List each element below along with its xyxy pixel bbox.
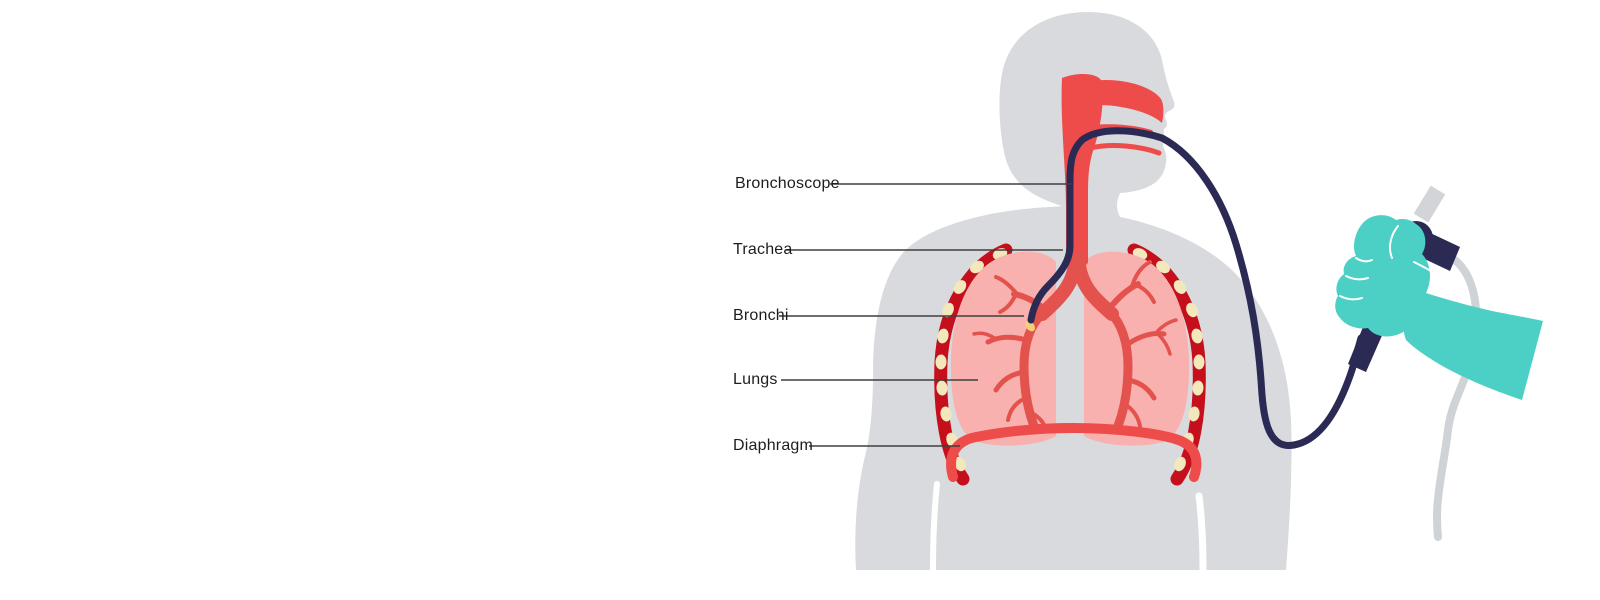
label-bronchi: Bronchi bbox=[733, 307, 789, 324]
label-lungs: Lungs bbox=[733, 371, 778, 388]
branch bbox=[1105, 307, 1133, 431]
rib-dot bbox=[1192, 380, 1204, 396]
handle-body bbox=[1414, 230, 1460, 271]
branch bbox=[1134, 283, 1156, 304]
bronchoscope-tube bbox=[1027, 127, 1365, 449]
rib-dot bbox=[1188, 406, 1200, 422]
branch bbox=[998, 292, 1018, 314]
label-bronchoscope: Bronchoscope bbox=[735, 175, 840, 192]
thumb-crease bbox=[1389, 225, 1399, 259]
rib-dot bbox=[953, 280, 967, 294]
index-finger-line bbox=[1413, 261, 1463, 293]
branch bbox=[1154, 318, 1178, 335]
diaphragm-shape bbox=[946, 422, 1202, 482]
rib-dot bbox=[937, 328, 949, 344]
branch bbox=[985, 334, 1029, 345]
finger-line bbox=[1339, 295, 1363, 301]
rib-dot bbox=[1156, 260, 1170, 274]
scope-light-tip bbox=[1025, 320, 1035, 332]
lower-lip-strip bbox=[1087, 143, 1162, 156]
branch bbox=[1125, 377, 1157, 401]
bronchial-tree-right bbox=[1105, 260, 1178, 431]
light-cable bbox=[1433, 256, 1481, 541]
rib-dot bbox=[954, 456, 966, 472]
branch bbox=[1156, 332, 1172, 356]
rib-dot bbox=[970, 260, 984, 274]
rib-dot bbox=[1173, 280, 1187, 294]
rib-dot bbox=[1193, 354, 1205, 370]
bronchoscope bbox=[1025, 127, 1365, 449]
rib-dot bbox=[1174, 456, 1186, 472]
branch bbox=[993, 369, 1027, 393]
branch bbox=[1125, 331, 1167, 347]
rib-dot bbox=[936, 380, 948, 396]
right-arm-separation bbox=[1195, 492, 1207, 574]
left-arm-separation bbox=[930, 481, 940, 573]
branch bbox=[1006, 396, 1028, 422]
rib-dot bbox=[940, 406, 952, 422]
rib-dot bbox=[1186, 302, 1198, 318]
branch bbox=[972, 331, 998, 341]
mouth-roof bbox=[1063, 80, 1164, 123]
branch bbox=[1122, 402, 1142, 428]
rib-dot bbox=[942, 302, 954, 318]
label-diaphragm: Diaphragm bbox=[733, 437, 814, 454]
lung-right bbox=[1084, 251, 1190, 446]
rib-dot bbox=[935, 354, 947, 370]
connector-stub bbox=[1413, 185, 1446, 223]
branch bbox=[1130, 260, 1152, 288]
bronchial-tree-left bbox=[972, 275, 1049, 432]
forearm-sleeve bbox=[1403, 288, 1543, 400]
finger-line bbox=[1355, 257, 1373, 263]
finger-line bbox=[1345, 275, 1369, 281]
label-trachea: Trachea bbox=[733, 241, 793, 258]
label-leader-lines bbox=[779, 183, 1072, 447]
gloved-hand bbox=[1335, 215, 1543, 400]
rib-dot bbox=[1191, 328, 1203, 344]
